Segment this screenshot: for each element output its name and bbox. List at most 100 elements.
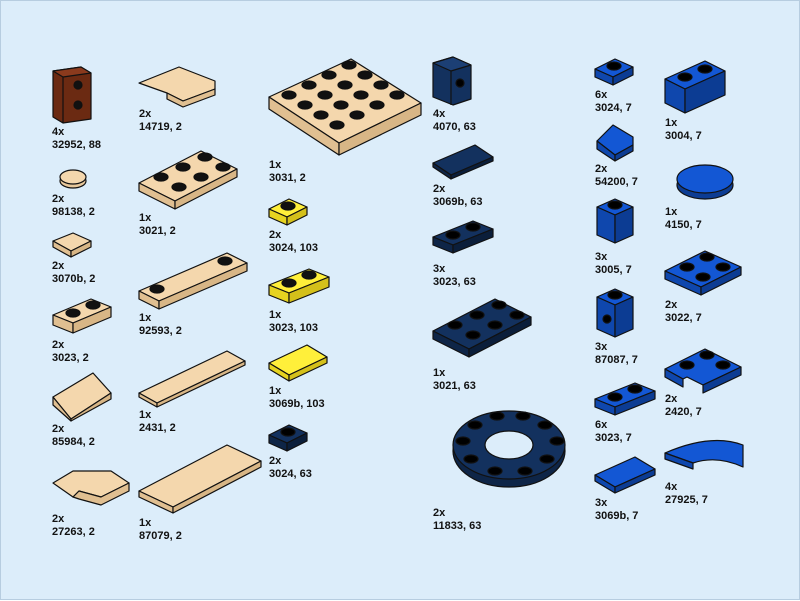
part-id: 27263, 2 xyxy=(52,526,95,538)
part-image-3022 xyxy=(664,250,742,296)
part-id: 4150, 7 xyxy=(665,219,702,231)
part-quantity: 2x xyxy=(433,507,446,519)
part-quantity: 2x xyxy=(139,108,152,120)
part-quantity: 2x xyxy=(665,393,678,405)
part-image-3070b xyxy=(52,232,92,258)
part-quantity: 1x xyxy=(269,385,282,397)
part-quantity: 1x xyxy=(269,159,282,171)
part-id: 3021, 2 xyxy=(139,225,176,237)
part-id: 2431, 2 xyxy=(139,422,176,434)
part-quantity: 4x xyxy=(52,126,65,138)
part-image-4150 xyxy=(676,164,734,200)
part-quantity: 1x xyxy=(665,117,678,129)
part-quantity: 2x xyxy=(52,260,65,272)
part-quantity: 3x xyxy=(595,341,608,353)
part-image-87079 xyxy=(138,444,262,514)
part-quantity: 2x xyxy=(52,513,65,525)
part-image-3005 xyxy=(596,198,634,244)
part-quantity: 1x xyxy=(665,206,678,218)
part-quantity: 2x xyxy=(52,339,65,351)
part-image-3021-darkblue xyxy=(432,298,532,358)
part-image-3069b-yellow xyxy=(268,344,328,382)
part-id: 3024, 7 xyxy=(595,102,632,114)
part-image-11833 xyxy=(452,410,566,488)
part-id: 3069b, 63 xyxy=(433,196,483,208)
part-quantity: 2x xyxy=(52,423,65,435)
part-image-32952 xyxy=(52,66,92,124)
part-quantity: 2x xyxy=(269,229,282,241)
part-image-3023-tan xyxy=(52,298,112,334)
part-image-3069b-darkblue xyxy=(432,144,494,180)
part-quantity: 3x xyxy=(433,263,446,275)
part-id: 3004, 7 xyxy=(665,130,702,142)
part-image-87087 xyxy=(596,288,634,338)
part-id: 3023, 7 xyxy=(595,432,632,444)
part-quantity: 3x xyxy=(595,251,608,263)
part-id: 3070b, 2 xyxy=(52,273,96,285)
part-quantity: 1x xyxy=(139,409,152,421)
part-image-3024-yellow xyxy=(268,198,308,226)
part-id: 3022, 7 xyxy=(665,312,702,324)
part-id: 27925, 7 xyxy=(665,494,708,506)
part-id: 14719, 2 xyxy=(139,121,182,133)
part-id: 3031, 2 xyxy=(269,172,306,184)
part-id: 4070, 63 xyxy=(433,121,476,133)
part-image-3021-tan xyxy=(138,150,238,210)
part-image-3031 xyxy=(268,58,422,156)
part-quantity: 1x xyxy=(139,312,152,324)
part-quantity: 4x xyxy=(665,481,678,493)
part-quantity: 2x xyxy=(433,183,446,195)
part-id: 54200, 7 xyxy=(595,176,638,188)
part-quantity: 2x xyxy=(595,163,608,175)
part-image-2431 xyxy=(138,350,246,408)
part-image-27925 xyxy=(664,439,744,470)
part-image-3023-darkblue xyxy=(432,220,494,254)
part-id: 3024, 103 xyxy=(269,242,318,254)
part-id: 2420, 7 xyxy=(665,406,702,418)
part-id: 3023, 63 xyxy=(433,276,476,288)
part-image-2420 xyxy=(664,348,742,394)
part-image-92593 xyxy=(138,252,248,310)
part-image-3023-blue xyxy=(594,382,656,416)
part-image-98138 xyxy=(59,169,87,189)
part-id: 85984, 2 xyxy=(52,436,95,448)
part-quantity: 1x xyxy=(269,309,282,321)
part-quantity: 4x xyxy=(433,108,446,120)
part-image-54200 xyxy=(596,124,634,162)
part-id: 32952, 88 xyxy=(52,139,101,151)
part-quantity: 6x xyxy=(595,419,608,431)
part-image-3023-yellow xyxy=(268,268,330,304)
part-quantity: 1x xyxy=(139,517,152,529)
part-image-85984 xyxy=(52,372,112,422)
part-quantity: 3x xyxy=(595,497,608,509)
part-id: 3021, 63 xyxy=(433,380,476,392)
